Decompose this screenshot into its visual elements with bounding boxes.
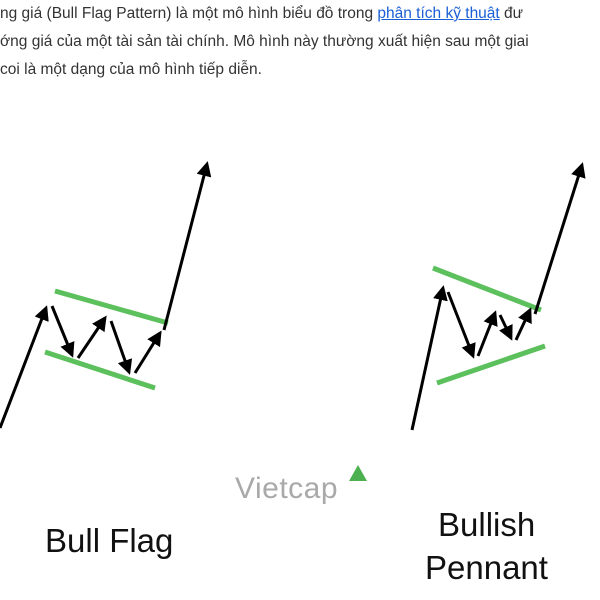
pennant-zigzag-down-2	[498, 314, 513, 341]
article-line-1: ng giá (Bull Flag Pattern) là một mô hìn…	[0, 0, 600, 28]
bull-flag-breakout-arrow	[162, 161, 212, 331]
bull-flag-upper-line	[54, 288, 169, 326]
pattern-diagram	[0, 161, 586, 431]
pennant-zigzag-down-1	[446, 291, 476, 359]
bull-flag-pole-arrow	[0, 305, 49, 429]
pennant-zigzag-up-1	[476, 310, 498, 357]
article-line-2: ớng giá của một tài sản tài chính. Mô hì…	[0, 33, 529, 50]
bull-flag-lower-line	[44, 349, 156, 391]
pennant-pole-arrow	[410, 285, 448, 431]
article-line-3: coi là một dạng của mô hình tiếp diễn.	[0, 61, 262, 78]
technical-analysis-link[interactable]: phân tích kỹ thuật	[377, 5, 500, 22]
bull-flag-zigzag-up-2	[133, 330, 162, 374]
bullish-pennant-diagram	[410, 162, 586, 431]
bullish-pennant-label-line-2: Pennant	[425, 549, 548, 586]
bull-flag-zigzag-down-2	[109, 320, 133, 375]
bull-flag-zigzag-down-1	[50, 305, 75, 358]
pennant-upper-line	[432, 265, 542, 313]
vietcap-triangle-icon	[349, 465, 367, 481]
pattern-illustration: Bull Flag Bullish Pennant	[0, 110, 600, 600]
article-line-1-tail: đư	[499, 5, 524, 22]
bull-flag-zigzag-up-1	[76, 315, 107, 359]
bullish-pennant-label-line-1: Bullish	[438, 506, 536, 543]
pennant-lower-line	[436, 343, 546, 386]
article-line-1-text: ng giá (Bull Flag Pattern) là một mô hìn…	[0, 5, 378, 22]
bull-flag-label: Bull Flag	[45, 522, 174, 559]
vietcap-watermark: Vietcap	[235, 472, 339, 505]
article-paragraph: ng giá (Bull Flag Pattern) là một mô hìn…	[0, 0, 600, 84]
pennant-breakout-arrow	[533, 162, 586, 315]
pennant-zigzag-up-2	[514, 307, 532, 341]
bull-flag-diagram	[0, 161, 212, 429]
